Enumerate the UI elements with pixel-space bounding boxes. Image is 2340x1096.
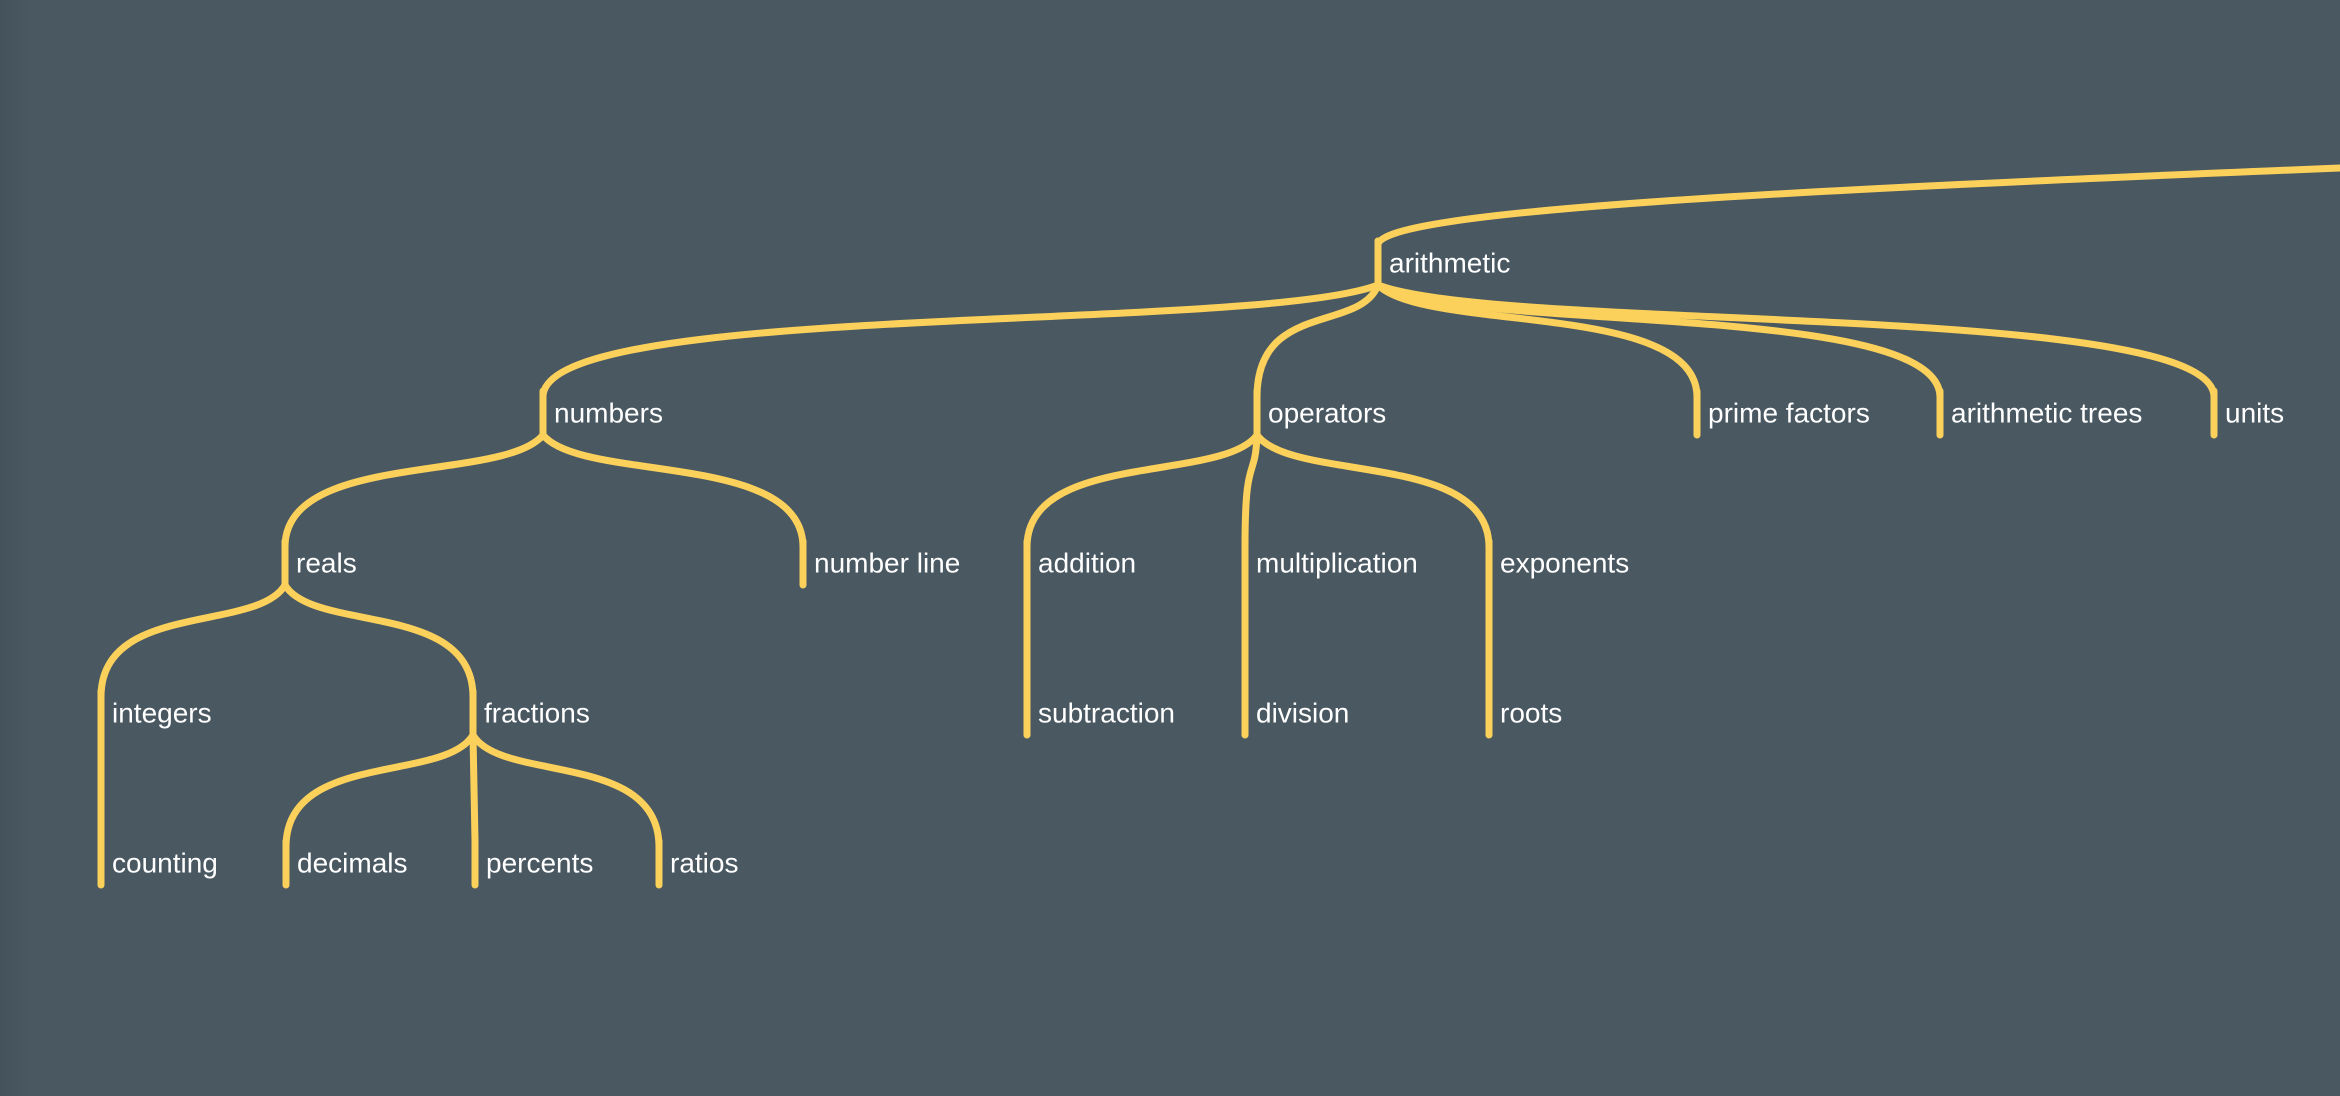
branch-arithmetic-to-numbers	[539, 281, 1382, 413]
branch-numbers-to-number-line	[539, 431, 807, 563]
node-decimals[interactable]: decimals	[297, 847, 407, 878]
node-percents[interactable]: percents	[486, 847, 593, 878]
branches	[97, 164, 2340, 889]
branch-operators-to-multiplication	[1241, 431, 1261, 563]
branch-arithmetic-to-operators	[1253, 281, 1382, 413]
node-reals[interactable]: reals	[296, 547, 357, 578]
node-counting[interactable]: counting	[112, 847, 218, 878]
node-number-line[interactable]: number line	[814, 547, 960, 578]
branch-numbers-to-reals	[281, 431, 547, 563]
node-exponents[interactable]: exponents	[1500, 547, 1629, 578]
branch-root-incoming	[1374, 164, 2340, 249]
node-fractions[interactable]: fractions	[484, 697, 590, 728]
branch-reals-to-integers	[97, 581, 289, 713]
node-labels: arithmetic numbers operators prime factors a…	[112, 247, 2284, 878]
node-numbers[interactable]: numbers	[554, 397, 663, 428]
node-addition[interactable]: addition	[1038, 547, 1136, 578]
branch-fractions-to-decimals	[282, 731, 477, 863]
node-operators[interactable]: operators	[1268, 397, 1386, 428]
node-multiplication[interactable]: multiplication	[1256, 547, 1418, 578]
branch-fractions-to-ratios	[469, 731, 663, 863]
branch-operators-to-exponents	[1253, 431, 1493, 563]
branch-operators-to-addition	[1023, 431, 1261, 563]
node-arithmetic-trees[interactable]: arithmetic trees	[1951, 397, 2142, 428]
branch-fractions-to-percents	[469, 731, 479, 845]
node-division[interactable]: division	[1256, 697, 1349, 728]
node-integers[interactable]: integers	[112, 697, 212, 728]
branch-arithmetic-to-prime-factors	[1374, 281, 1701, 413]
node-arithmetic[interactable]: arithmetic	[1389, 247, 1510, 278]
branch-reals-to-fractions	[281, 581, 477, 713]
node-subtraction[interactable]: subtraction	[1038, 697, 1175, 728]
branch-arithmetic-to-arithmetic-trees	[1374, 281, 1944, 413]
node-ratios[interactable]: ratios	[670, 847, 738, 878]
branch-arithmetic-to-units	[1374, 281, 2218, 413]
node-roots[interactable]: roots	[1500, 697, 1562, 728]
node-prime-factors[interactable]: prime factors	[1708, 397, 1870, 428]
node-units[interactable]: units	[2225, 397, 2284, 428]
